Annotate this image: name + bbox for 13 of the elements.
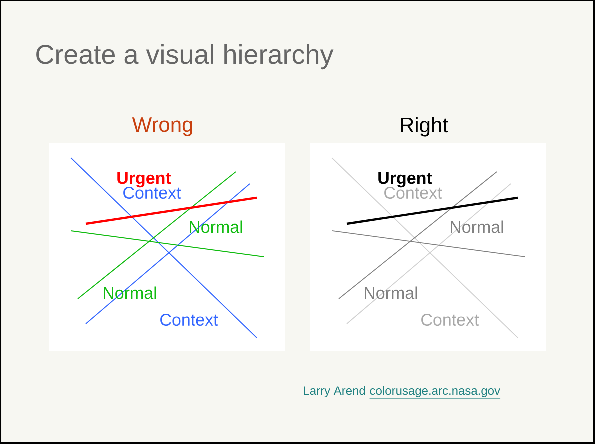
slide-title: Create a visual hierarchy (36, 44, 334, 70)
line-label: Urgent (118, 172, 172, 188)
line-label: Urgent (378, 172, 432, 188)
line-label: Context (422, 314, 480, 326)
credit-text: Larry Arend (304, 386, 366, 398)
link: colorusage.arc.nasa.gov (370, 386, 501, 400)
line-label: Normal (451, 220, 504, 234)
line-label: Context (160, 314, 218, 326)
line-label: Normal (365, 286, 418, 300)
line-label: Context (384, 186, 442, 200)
panel-heading: Wrong (132, 118, 192, 136)
panel-heading: Right (401, 117, 448, 137)
line-label: Context (124, 186, 182, 200)
